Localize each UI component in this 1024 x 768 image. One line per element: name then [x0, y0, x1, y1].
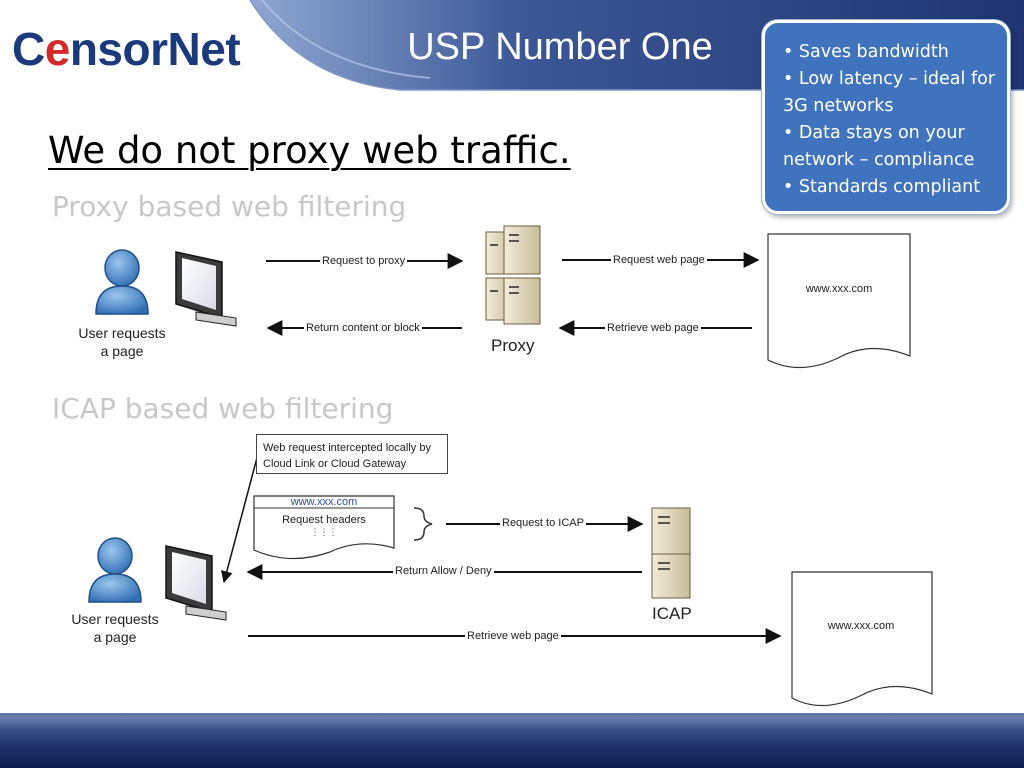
intercept-callout: Web request intercepted locally by Cloud… [256, 434, 448, 474]
headline: We do not proxy web traffic. [48, 129, 571, 172]
logo-accent-letter: e [44, 23, 71, 75]
icap-page-url: www.xxx.com [827, 620, 895, 632]
benefit-item: • Data stays on your network – complianc… [783, 123, 975, 170]
benefits-list: • Saves bandwidth • Low latency – ideal … [783, 39, 997, 201]
benefits-callout: • Saves bandwidth • Low latency – ideal … [762, 20, 1010, 214]
footer-bar [0, 713, 1024, 768]
icap-user-label: User requests a page [71, 611, 159, 645]
request-doc-dots: ⋮⋮⋮ [310, 528, 338, 538]
benefit-item: • Saves bandwidth [783, 42, 949, 62]
label-request-to-proxy: Request to proxy [320, 255, 408, 268]
icap-section-title: ICAP based web filtering [52, 392, 394, 425]
request-doc-url: www.xxx.com [290, 496, 358, 508]
icap-server-label: ICAP [652, 604, 692, 623]
server-icon [651, 507, 691, 599]
proxy-user-label: User requests a page [78, 325, 166, 359]
benefit-item: • Low latency – ideal for 3G networks [783, 69, 996, 116]
request-doc-icon [253, 495, 395, 560]
censornet-logo: CensorNet [12, 23, 241, 75]
web-page-icon [791, 571, 933, 707]
user-icon [95, 249, 149, 315]
label-return-allow-deny: Return Allow / Deny [393, 565, 494, 578]
brace-icon [413, 507, 433, 541]
server-icon [485, 225, 541, 325]
label-retrieve-web-page-icap: Retrieve web page [465, 630, 561, 643]
label-request-web-page: Request web page [611, 254, 707, 267]
proxy-section-title: Proxy based web filtering [52, 190, 407, 223]
monitor-icon [165, 545, 227, 621]
benefit-item: • Standards compliant [783, 177, 981, 197]
request-doc-headers: Request headers [282, 514, 366, 526]
callout-pointer [220, 453, 259, 584]
web-page-icon [767, 233, 911, 369]
slide-title: USP Number One [407, 26, 713, 68]
label-return-content: Return content or block [304, 322, 422, 335]
proxy-page-url: www.xxx.com [805, 283, 873, 295]
user-icon [88, 537, 142, 603]
label-retrieve-web-page: Retrieve web page [605, 322, 701, 335]
label-request-to-icap: Request to ICAP [500, 517, 586, 530]
proxy-server-label: Proxy [491, 336, 535, 355]
monitor-icon [175, 251, 237, 327]
